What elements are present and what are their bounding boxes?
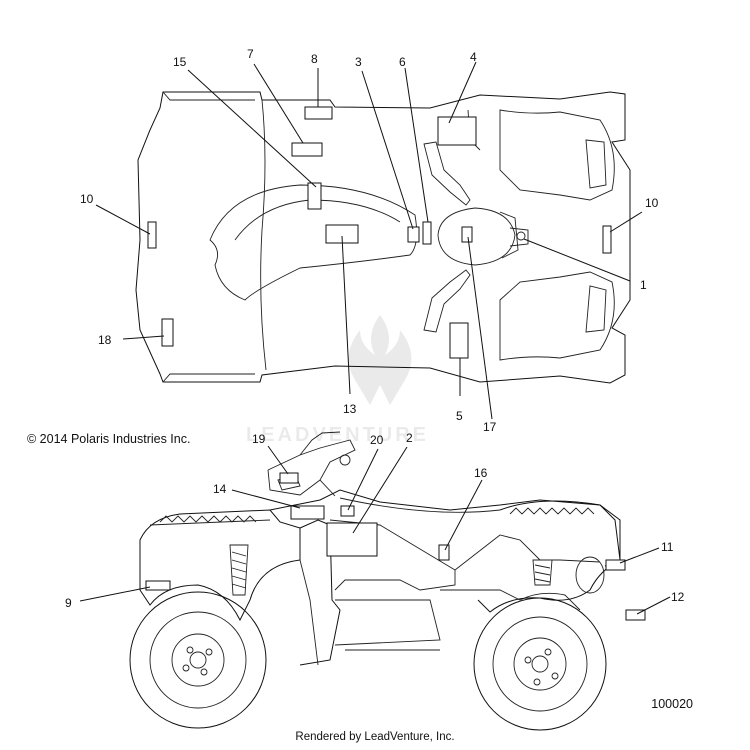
decal-5 (449, 322, 469, 359)
callout-4: 4 (470, 50, 477, 64)
callout-5: 5 (456, 409, 463, 423)
callout-17: 17 (483, 420, 497, 434)
decal-20 (340, 505, 355, 517)
decal-4 (437, 116, 477, 146)
decal-16 (438, 544, 450, 561)
copyright-text: © 2014 Polaris Industries Inc. (27, 432, 191, 446)
callout-14: 14 (213, 482, 227, 496)
decal-6 (422, 221, 432, 245)
drawing-number: 100020 (651, 697, 693, 711)
callout-6: 6 (399, 55, 406, 69)
decal-8 (304, 106, 333, 120)
callout-20: 20 (370, 433, 384, 447)
decal-9 (145, 580, 171, 591)
leadventure-logo-icon (348, 315, 412, 405)
decal-7 (291, 142, 323, 157)
decal-2 (326, 522, 378, 557)
decal-10-front (602, 225, 612, 254)
decal-17 (461, 226, 473, 243)
atv-side-view: 19 20 2 14 16 9 11 12 (65, 431, 685, 731)
decal-14 (290, 505, 325, 520)
atv-top-view: 7 8 15 3 6 4 10 10 1 18 13 5 17 (80, 47, 659, 434)
watermark-text: LEADVENTURE (246, 424, 430, 446)
decal-11 (605, 559, 626, 571)
callout-7: 7 (247, 47, 254, 61)
decal-3 (407, 226, 420, 243)
callout-8: 8 (311, 52, 318, 66)
callout-13: 13 (343, 402, 357, 416)
callout-10-rear: 10 (80, 192, 94, 206)
callout-15: 15 (173, 55, 187, 69)
callout-9: 9 (65, 596, 72, 610)
callout-2: 2 (406, 431, 413, 445)
decal-19 (279, 472, 299, 484)
decal-10-rear (147, 221, 157, 249)
callout-16: 16 (474, 466, 488, 480)
callout-18: 18 (98, 333, 112, 347)
callout-10-front: 10 (645, 196, 659, 210)
decal-12 (625, 609, 646, 621)
decal-18 (161, 318, 174, 347)
callout-12: 12 (671, 590, 685, 604)
rendered-by-footer: Rendered by LeadVenture, Inc. (295, 731, 455, 743)
callout-11: 11 (661, 540, 674, 554)
callout-3: 3 (355, 55, 362, 69)
callout-19: 19 (252, 432, 266, 446)
decal-15 (307, 182, 322, 210)
callout-1: 1 (640, 278, 647, 292)
